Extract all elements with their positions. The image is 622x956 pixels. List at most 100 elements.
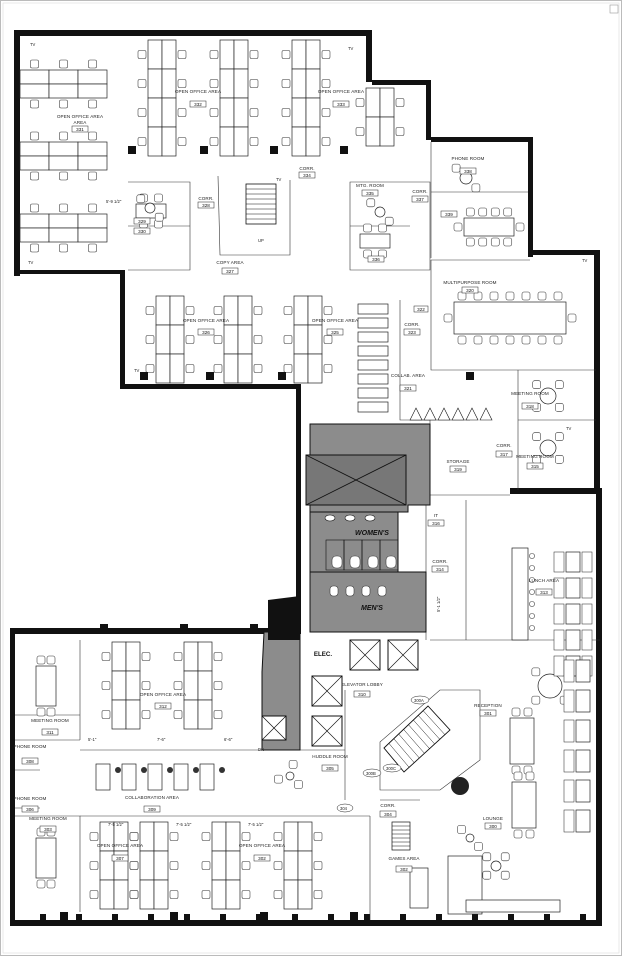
wall-stair-north xyxy=(217,175,291,256)
workstation xyxy=(237,324,253,355)
games-table xyxy=(409,867,429,909)
mullion xyxy=(594,378,600,384)
chair xyxy=(209,108,219,117)
mullion xyxy=(138,628,144,634)
mullion xyxy=(112,914,118,920)
workstation xyxy=(197,699,213,730)
workstation xyxy=(283,850,299,881)
workstation xyxy=(111,670,127,701)
label-r339-num: 339 xyxy=(445,212,453,217)
chair xyxy=(101,710,111,719)
chair xyxy=(273,832,283,841)
workstation xyxy=(77,83,108,99)
booth-table xyxy=(575,779,591,803)
sink xyxy=(324,514,336,522)
chair xyxy=(213,681,223,690)
chair xyxy=(482,852,492,862)
mullion xyxy=(130,384,136,389)
booth-table xyxy=(575,749,591,773)
storage-rack xyxy=(357,373,389,385)
chair xyxy=(490,207,500,217)
toilet xyxy=(345,585,355,597)
workstation xyxy=(219,39,235,70)
dim-2: 5'-1" xyxy=(88,737,97,742)
chair xyxy=(253,306,263,315)
workstation xyxy=(365,87,381,118)
conference-table xyxy=(35,665,57,707)
chair xyxy=(177,137,187,146)
mullion xyxy=(174,628,180,634)
booth-seat xyxy=(553,577,565,599)
chair xyxy=(471,183,481,193)
dim-5: 7'-5 1/2" xyxy=(108,822,124,827)
wall-mp-south xyxy=(430,260,596,371)
collab-booth xyxy=(199,763,215,791)
round-table xyxy=(285,771,295,781)
chair xyxy=(36,707,46,717)
chair xyxy=(313,861,323,870)
chair xyxy=(88,243,97,253)
shaft-small-x2 xyxy=(261,715,287,741)
chair xyxy=(213,710,223,719)
label-r319-name: STORAGE xyxy=(446,459,469,464)
chair xyxy=(154,212,164,222)
chair xyxy=(30,171,39,181)
workstation xyxy=(219,97,235,128)
chair xyxy=(525,829,535,839)
label-r311-name: MEETING ROOM xyxy=(31,718,69,723)
mullion xyxy=(10,866,15,872)
stair-tread xyxy=(403,729,425,754)
storage-rack xyxy=(357,345,389,357)
chair xyxy=(313,832,323,841)
chair xyxy=(137,79,147,88)
mullion xyxy=(594,486,600,492)
door-tag-300c: 300C xyxy=(386,766,396,771)
chair xyxy=(88,99,97,109)
wall-lunch-north xyxy=(510,488,602,494)
toilet xyxy=(329,585,339,597)
mullion xyxy=(76,30,82,36)
structural-column xyxy=(270,146,278,154)
collab-booth xyxy=(95,763,111,791)
workstation xyxy=(183,699,199,730)
workstation xyxy=(291,68,307,99)
chair xyxy=(253,335,263,344)
conference-table xyxy=(359,233,391,249)
up-tag: UP xyxy=(258,238,264,243)
chair xyxy=(101,652,111,661)
toilet xyxy=(367,555,379,569)
label-r335-num: 335 xyxy=(366,191,374,196)
label-r305-name: HUDDLE ROOM xyxy=(312,754,348,759)
tv-tag-7: TV xyxy=(134,368,140,373)
tv-tag-4: TV xyxy=(276,177,282,182)
round-table xyxy=(490,860,502,872)
mullion xyxy=(220,914,226,920)
chair xyxy=(443,313,453,323)
label-r307-num: 307 xyxy=(116,856,124,861)
workstation xyxy=(125,699,141,730)
chair xyxy=(511,707,521,717)
wall-step-3 xyxy=(431,137,531,142)
structural-column xyxy=(278,372,286,380)
chair xyxy=(213,335,223,344)
workstation xyxy=(197,641,213,672)
chair xyxy=(249,137,259,146)
collab-dot xyxy=(193,767,199,773)
label-r303-num: 303 xyxy=(44,827,52,832)
chair xyxy=(129,890,139,899)
label-r334-num: 334 xyxy=(303,173,311,178)
chair xyxy=(145,364,155,373)
structural-column xyxy=(250,624,258,632)
booth-table xyxy=(575,659,591,683)
mullion xyxy=(364,914,370,920)
chair xyxy=(185,335,195,344)
collab-booth xyxy=(173,763,189,791)
structural-column xyxy=(340,146,348,154)
sink xyxy=(364,514,376,522)
workstation xyxy=(19,155,50,171)
workstation xyxy=(223,324,239,355)
label-games-name: GAMES AREA xyxy=(388,856,420,861)
label-r318-name: MEETING ROOM xyxy=(511,391,549,396)
chair xyxy=(89,832,99,841)
workstation xyxy=(307,324,323,355)
